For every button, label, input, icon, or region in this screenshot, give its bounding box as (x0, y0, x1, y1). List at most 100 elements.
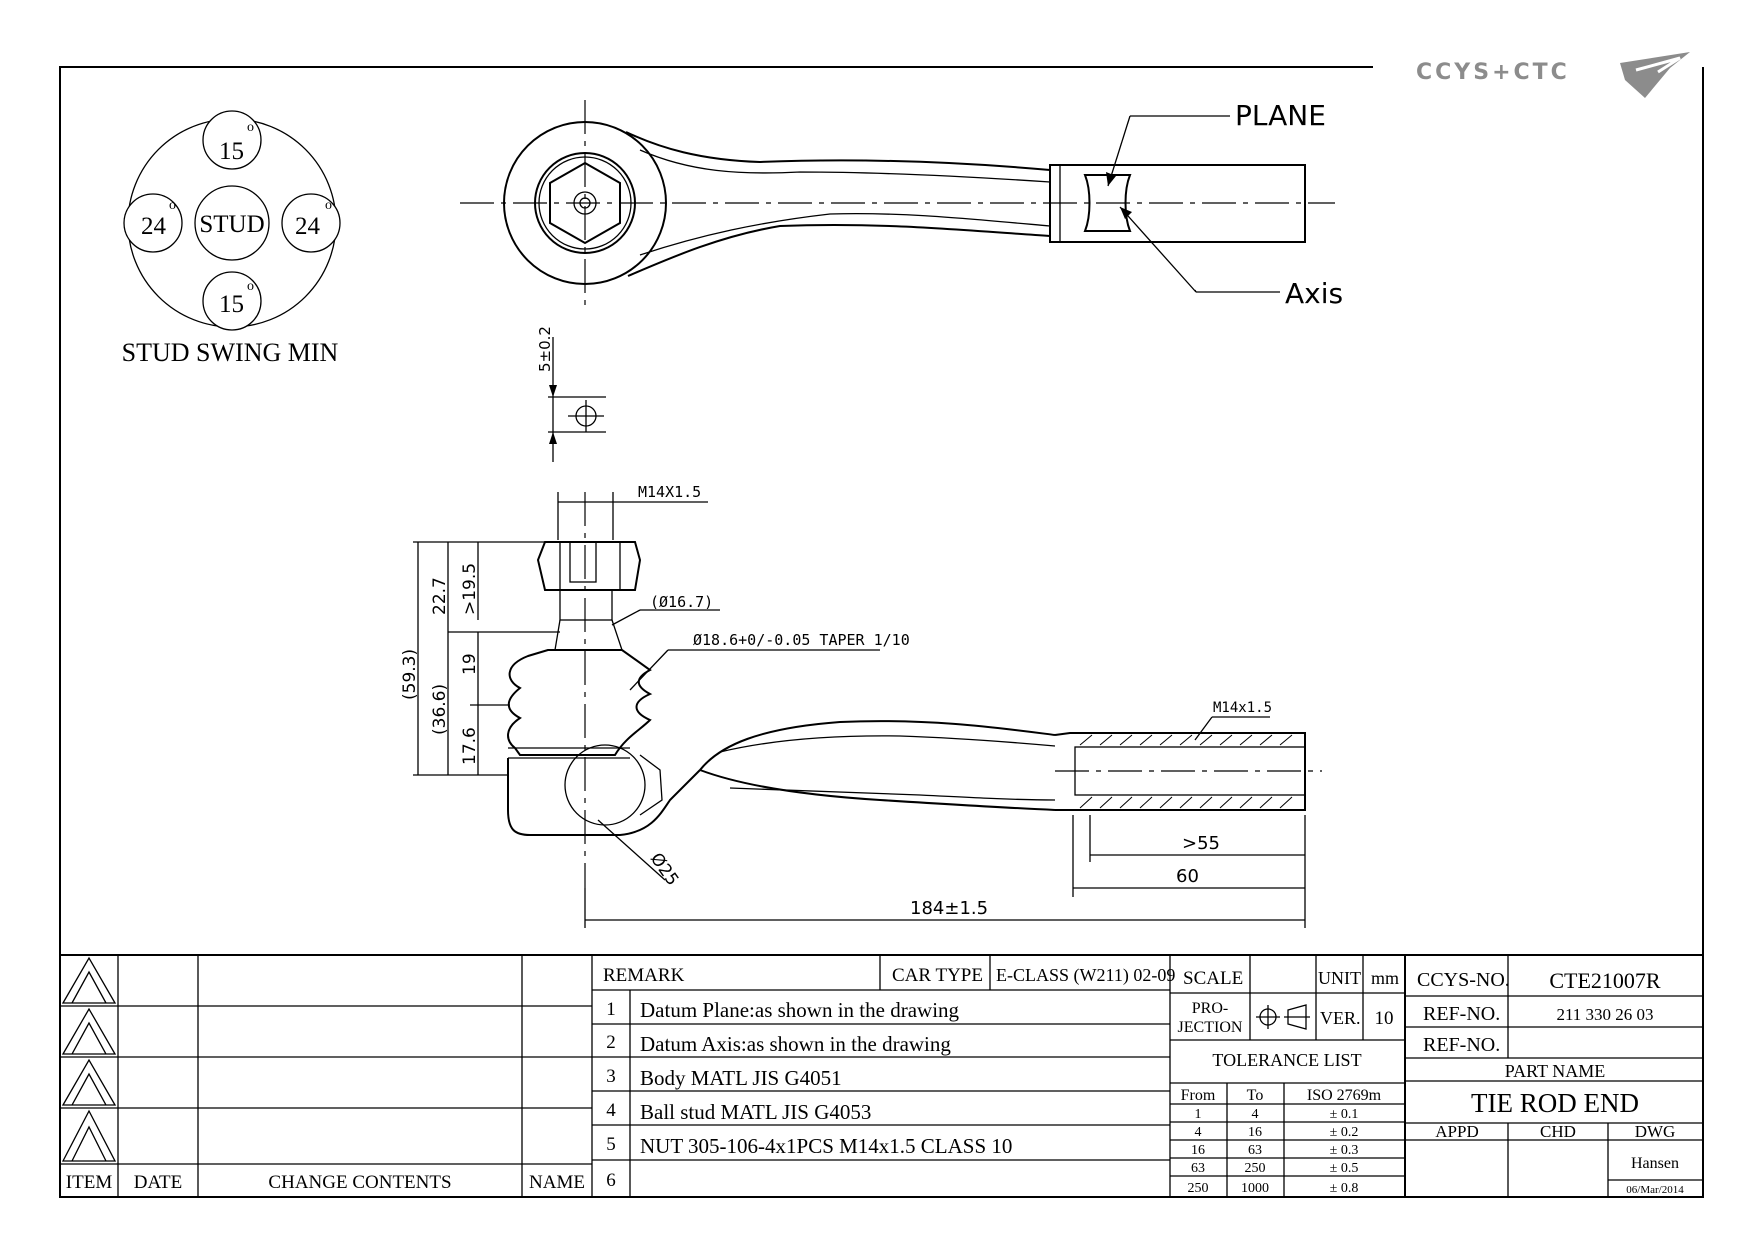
tolerance-row: 1 4 ± 0.1 (1195, 1107, 1359, 1122)
projection-label: PRO- (1192, 1000, 1228, 1017)
remark-text: Datum Axis:as shown in the drawing (640, 1032, 951, 1056)
sheet-border (59, 66, 1704, 1198)
ccys-no-label: CCYS-NO. (1417, 969, 1510, 991)
ver-label: VER. (1320, 1008, 1361, 1028)
part-name-value: TIE ROD END (1471, 1088, 1639, 1118)
tol-cell: 1 (1195, 1107, 1202, 1122)
header-name: NAME (529, 1172, 585, 1193)
tol-cell: 4 (1195, 1125, 1202, 1140)
dim-60: 60 (1176, 866, 1199, 887)
swing-caption: STUD SWING MIN (122, 338, 339, 367)
ccys-no-value: CTE21007R (1549, 968, 1661, 993)
drawer-name: Hansen (1631, 1155, 1679, 1172)
tol-cell: ± 0.1 (1330, 1107, 1359, 1122)
dim-366: (36.6) (430, 684, 450, 735)
tol-cell: 63 (1191, 1161, 1205, 1176)
top-view: PLANE Axis (460, 99, 1343, 310)
datum-symbol: 5±0.2 (536, 326, 606, 462)
tolerance-title: TOLERANCE LIST (1212, 1050, 1361, 1070)
remark-text: NUT 305-106-4x1PCS M14x1.5 CLASS 10 (640, 1134, 1012, 1158)
swing-center-label: STUD (199, 211, 264, 238)
swing-bottom-value: 15 (219, 291, 244, 318)
part-name-label: PART NAME (1505, 1061, 1605, 1081)
tol-cell: 16 (1191, 1143, 1205, 1158)
dim-593: (59.3) (400, 649, 420, 700)
unit-value: mm (1371, 968, 1399, 988)
swing-left-value: 24 (141, 213, 167, 240)
tolerance-row: 4 16 ± 0.2 (1195, 1125, 1359, 1140)
remark-num: 6 (606, 1170, 616, 1191)
datum-tolerance: 5±0.2 (536, 326, 554, 372)
scale-tolerance-block: SCALE UNIT mm PRO- JECTION VER. 10 TOLER… (1170, 955, 1405, 1197)
remark-text: Body MATL JIS G4051 (640, 1066, 842, 1090)
revision-triangle-icon (61, 956, 117, 1162)
degree-mark: o (247, 120, 254, 135)
remark-text: Ball stud MATL JIS G4053 (640, 1100, 871, 1124)
stud-swing-diagram: 15 15 24 24 o o o o STUD STUD SWING MIN (122, 110, 341, 367)
tol-cell: 250 (1188, 1181, 1209, 1196)
tol-header: To (1247, 1087, 1264, 1104)
header-item: ITEM (66, 1172, 113, 1193)
swing-top-value: 15 (219, 138, 244, 165)
unit-label: UNIT (1318, 968, 1361, 988)
remark-header: REMARK (603, 965, 685, 986)
tol-header: ISO 2769m (1307, 1087, 1382, 1104)
tol-cell: ± 0.2 (1330, 1125, 1359, 1140)
dim-ball-dia: Ø25 (646, 849, 682, 889)
tol-cell: 16 (1248, 1125, 1262, 1140)
tol-cell: 63 (1248, 1143, 1262, 1158)
drawing-date: 06/Mar/2014 (1626, 1184, 1684, 1196)
remark-text: Datum Plane:as shown in the drawing (640, 998, 960, 1022)
car-type-value: E-CLASS (W211) 02-09 (996, 965, 1175, 986)
remark-num: 4 (606, 1100, 616, 1121)
ref-no-label: REF-NO. (1423, 1034, 1500, 1056)
title-block: CCYS-NO. CTE21007R REF-NO. 211 330 26 03… (1404, 955, 1703, 1197)
revision-table: ITEM DATE CHANGE CONTENTS NAME (60, 954, 1703, 1197)
tol-cell: ± 0.8 (1330, 1181, 1359, 1196)
third-angle-projection-icon (1256, 1004, 1310, 1030)
tol-cell: 250 (1245, 1161, 1266, 1176)
ref-no-value: 211 330 26 03 (1556, 1005, 1653, 1024)
remarks-table: REMARK CAR TYPE E-CLASS (W211) 02-09 1 D… (592, 955, 1175, 1197)
tol-header: From (1181, 1087, 1216, 1104)
tol-cell: 4 (1252, 1107, 1259, 1122)
dim-small-dia: (Ø16.7) (650, 593, 713, 611)
dim-227: 22.7 (430, 577, 450, 615)
degree-mark: o (247, 279, 254, 294)
dim-thread-top: M14X1.5 (638, 483, 701, 501)
tolerance-row: 16 63 ± 0.3 (1191, 1143, 1358, 1158)
dim-taper: Ø18.6+0/-0.05 TAPER 1/10 (693, 631, 910, 649)
ref-no-label: REF-NO. (1423, 1003, 1500, 1025)
tolerance-row: 63 250 ± 0.5 (1191, 1161, 1358, 1176)
scale-label: SCALE (1183, 968, 1243, 989)
company-logo: CCYS+CTC (1416, 52, 1690, 98)
projection-label: JECTION (1178, 1019, 1243, 1036)
ver-value: 10 (1375, 1008, 1394, 1029)
tol-cell: 1000 (1241, 1181, 1269, 1196)
remark-num: 2 (606, 1032, 616, 1053)
logo-text: CCYS+CTC (1416, 60, 1570, 85)
degree-mark: o (169, 198, 176, 213)
header-date: DATE (134, 1172, 183, 1193)
dim-184: 184±1.5 (910, 898, 988, 919)
remark-num: 1 (606, 999, 616, 1020)
dim-176: 17.6 (460, 727, 480, 765)
header-change-contents: CHANGE CONTENTS (268, 1172, 451, 1193)
dwg-label: DWG (1635, 1122, 1676, 1141)
dim-195: >19.5 (460, 563, 480, 615)
plane-label: PLANE (1235, 99, 1326, 132)
tol-cell: ± 0.3 (1330, 1143, 1359, 1158)
remark-num: 5 (606, 1134, 616, 1155)
front-view: M14X1.5 (Ø16.7) Ø18.6+0/-0.05 TAPER 1/10… (400, 483, 1322, 928)
dim-55: >55 (1182, 833, 1220, 854)
tolerance-row: 250 1000 ± 0.8 (1188, 1181, 1359, 1196)
car-type-label: CAR TYPE (892, 965, 983, 986)
remark-num: 3 (606, 1066, 616, 1087)
swing-right-value: 24 (295, 213, 321, 240)
dim-thread-end: M14x1.5 (1213, 700, 1272, 716)
tol-cell: ± 0.5 (1330, 1161, 1359, 1176)
degree-mark: o (325, 198, 332, 213)
dim-19: 19 (460, 653, 480, 675)
axis-label: Axis (1285, 277, 1343, 310)
chd-label: CHD (1540, 1122, 1576, 1141)
